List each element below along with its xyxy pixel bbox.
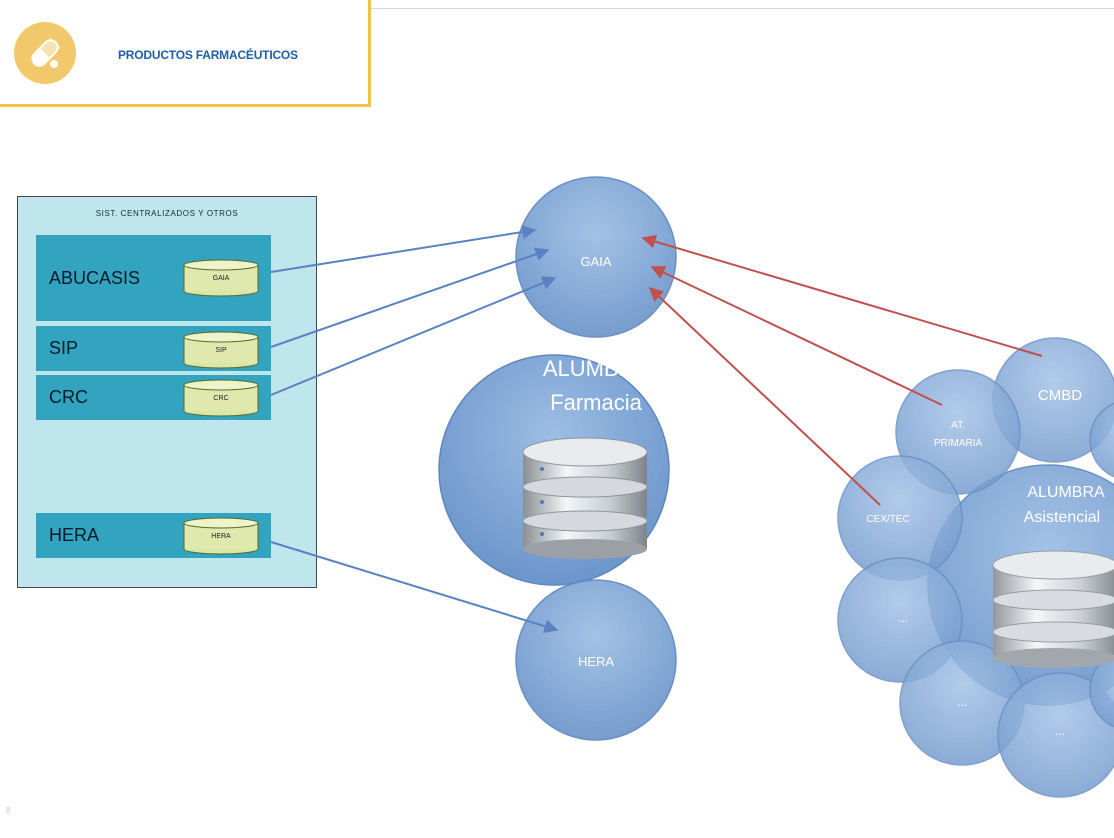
panel-title: SIST. CENTRALIZADOS Y OTROS (95, 209, 239, 218)
alumbra-farmacia-label: ALUMBRA (543, 356, 650, 381)
blue-arrows (270, 225, 559, 633)
at-primaria-label: AT. (951, 420, 965, 431)
database-label: HERA (211, 533, 231, 540)
at-primaria-label: PRIMARIA (934, 438, 983, 449)
arrow-abucasis-to-gaia (270, 225, 537, 273)
pill-icon (14, 22, 76, 84)
system-row-abucasis: ABUCASIS GAIA (36, 235, 271, 321)
alumbra-farmacia-group: GAIA ALUMBRA Farmacia HERA (438, 176, 677, 741)
arrow-cmbd-to-gaia (641, 234, 1043, 357)
arrow-crc-to-gaia (270, 276, 557, 396)
ellipsis-label: ... (898, 611, 908, 625)
database-cylinder-icon: CRC (182, 379, 260, 417)
arrow-atprimaria-to-gaia (650, 266, 943, 406)
ellipsis-node (997, 672, 1114, 798)
ellipsis-label: ... (957, 695, 967, 709)
database-cylinder-icon: SIP (182, 331, 260, 369)
system-label: SIP (49, 338, 79, 358)
page-title: PRODUCTOS FARMACÉUTICOS (118, 48, 298, 62)
system-label: HERA (49, 525, 100, 545)
system-row-hera: HERA HERA (36, 513, 271, 558)
cex-tec-label: CEX/TEC (866, 514, 909, 525)
page-number: 8 (6, 806, 11, 815)
database-stack-icon (522, 437, 648, 559)
database-label: SIP (215, 347, 227, 354)
alumbra-asistencial-cluster: CMBD AT. PRIMARIA CEX/TEC ALUMBRA Asiste… (837, 337, 1114, 798)
database-cylinder-icon: HERA (182, 517, 260, 555)
database-label: GAIA (212, 275, 230, 282)
alumbra-farmacia-label: Farmacia (550, 390, 642, 415)
system-label: CRC (49, 387, 88, 407)
arrow-hera-to-hera (270, 541, 559, 633)
gaia-label: GAIA (580, 254, 611, 269)
red-arrows (641, 234, 1043, 506)
arrow-sip-to-gaia (270, 247, 550, 348)
centralized-systems-panel: SIST. CENTRALIZADOS Y OTROS ABUCASIS GAI… (17, 196, 317, 588)
cluster-node-partial (1089, 402, 1114, 478)
cluster-node-partial (1089, 652, 1114, 728)
ellipsis-label: ... (1055, 724, 1065, 738)
top-rule (370, 8, 1114, 9)
gaia-node (515, 176, 677, 338)
system-label: ABUCASIS (49, 268, 141, 288)
database-label: CRC (213, 395, 229, 402)
database-stack-icon (992, 550, 1114, 668)
alumbra-asistencial-label: Asistencial (1024, 509, 1100, 526)
header-box: PRODUCTOS FARMACÉUTICOS (0, 0, 371, 107)
arrow-cextec-to-gaia (648, 287, 881, 506)
database-cylinder-icon: GAIA (182, 259, 260, 297)
cmbd-label: CMBD (1038, 387, 1082, 404)
system-row-crc: CRC CRC (36, 375, 271, 420)
alumbra-asistencial-label: ALUMBRA (1027, 484, 1105, 501)
system-row-sip: SIP SIP (36, 326, 271, 371)
hera-label: HERA (578, 654, 614, 669)
